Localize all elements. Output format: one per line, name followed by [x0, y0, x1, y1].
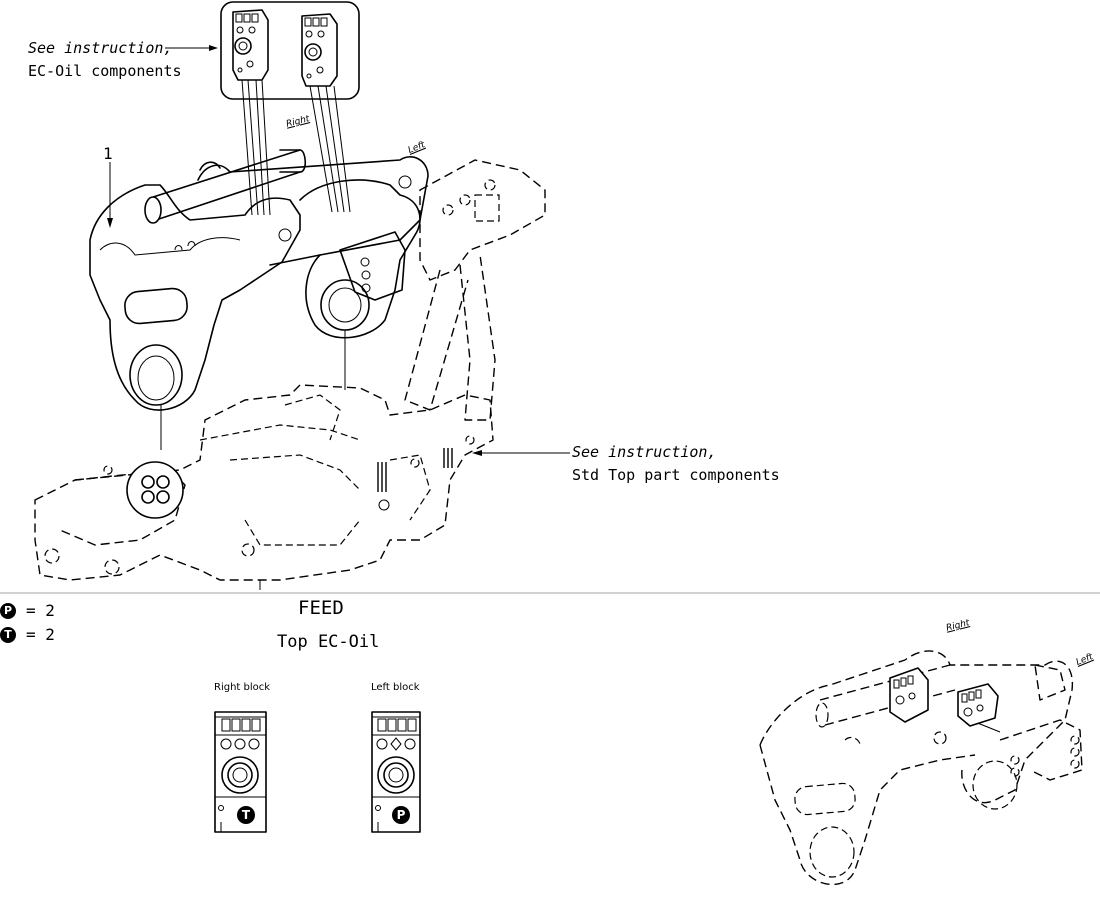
item-1-leader [107, 162, 113, 228]
left-block-drawing [371, 711, 421, 833]
right-block-drawing [214, 711, 267, 833]
left-block-p-port-icon: P [392, 806, 410, 824]
t-port-icon: T [0, 626, 16, 643]
ec-oil-callout-line1: See instruction, [28, 39, 173, 57]
right-block-label: Right block [214, 682, 271, 693]
std-top-callout-line1: See instruction, [572, 443, 717, 461]
item-number: 1 [103, 144, 113, 163]
std-top-callout-line2: Std Top part components [572, 466, 780, 484]
legend-p-row: P = 2 [0, 601, 55, 620]
lower-frame-dashed [759, 650, 1083, 886]
hose-lines [160, 79, 351, 450]
feed-body-dashed [34, 384, 570, 590]
side-arm-dashed [404, 159, 546, 421]
legend-t-row: T = 2 [0, 625, 55, 644]
left-block-label: Left block [371, 682, 420, 693]
right-block-t-port-icon: T [237, 806, 255, 824]
page-subtitle: Top EC-Oil [277, 632, 380, 652]
upper-frame [89, 149, 429, 411]
legend-p-count: = 2 [26, 601, 55, 620]
ec-oil-callout-line2: EC-Oil components [28, 62, 182, 80]
page-title: FEED [298, 597, 344, 619]
legend-t-count: = 2 [26, 625, 55, 644]
p-port-icon: P [0, 602, 16, 619]
ec-oil-inset [165, 1, 360, 100]
